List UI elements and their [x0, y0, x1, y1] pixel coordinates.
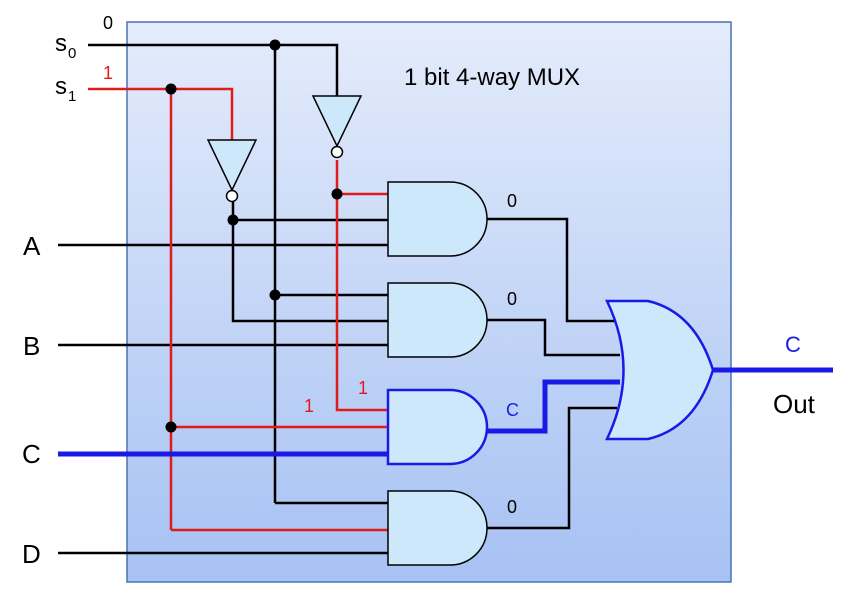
- input-d-label: D: [22, 539, 41, 569]
- input-b-label: B: [23, 331, 40, 361]
- not-gate-s1: [206, 139, 258, 203]
- diagram-title: 1 bit 4-way MUX: [404, 64, 580, 91]
- input-a-label: A: [23, 231, 41, 261]
- not-s1-wire: [335, 160, 388, 412]
- input-c-label: C: [22, 439, 41, 469]
- output-value: C: [785, 332, 801, 357]
- and2-output-value: 0: [507, 289, 517, 309]
- svg-text:s: s: [55, 73, 67, 100]
- and3-output-value: C: [506, 400, 519, 420]
- junction-s0-trunk: [269, 39, 281, 51]
- and2-out-wire: [486, 318, 620, 357]
- blue-wires: [58, 367, 833, 457]
- junction-s0-and2: [269, 289, 281, 301]
- junction-dots: [165, 39, 343, 433]
- and-gate-2: [387, 282, 488, 358]
- and-gate-1: [387, 181, 488, 257]
- select-s1-label: s 1: [55, 73, 76, 105]
- and1-out-wire: [486, 217, 615, 323]
- and-gate-3: [386, 388, 489, 466]
- svg-text:s: s: [55, 30, 67, 57]
- s1-wire: [88, 87, 234, 140]
- and3-not-s1-value: 1: [358, 378, 368, 398]
- and1-output-value: 0: [507, 191, 517, 211]
- and3-s1-value: 1: [304, 396, 314, 416]
- select-s0-label: s 0: [55, 30, 76, 62]
- junction-not-s0: [227, 214, 239, 226]
- and3-out-wire: [486, 379, 620, 434]
- and-gate-4: [387, 490, 488, 566]
- svg-text:1: 1: [68, 88, 76, 105]
- s1-value: 1: [103, 63, 113, 83]
- junction-s1-trunk: [165, 83, 177, 95]
- black-wires: [58, 43, 620, 555]
- svg-text:0: 0: [68, 45, 76, 62]
- and4-output-value: 0: [507, 497, 517, 517]
- output-label: Out: [773, 389, 816, 419]
- and4-out-wire: [486, 406, 617, 530]
- not-gate-s0: [311, 95, 363, 159]
- junction-s1-and3: [165, 421, 177, 433]
- s0-wire: [88, 43, 339, 96]
- s0-value: 0: [103, 13, 113, 33]
- or-gate: [605, 299, 715, 441]
- junction-not-s1: [331, 188, 343, 200]
